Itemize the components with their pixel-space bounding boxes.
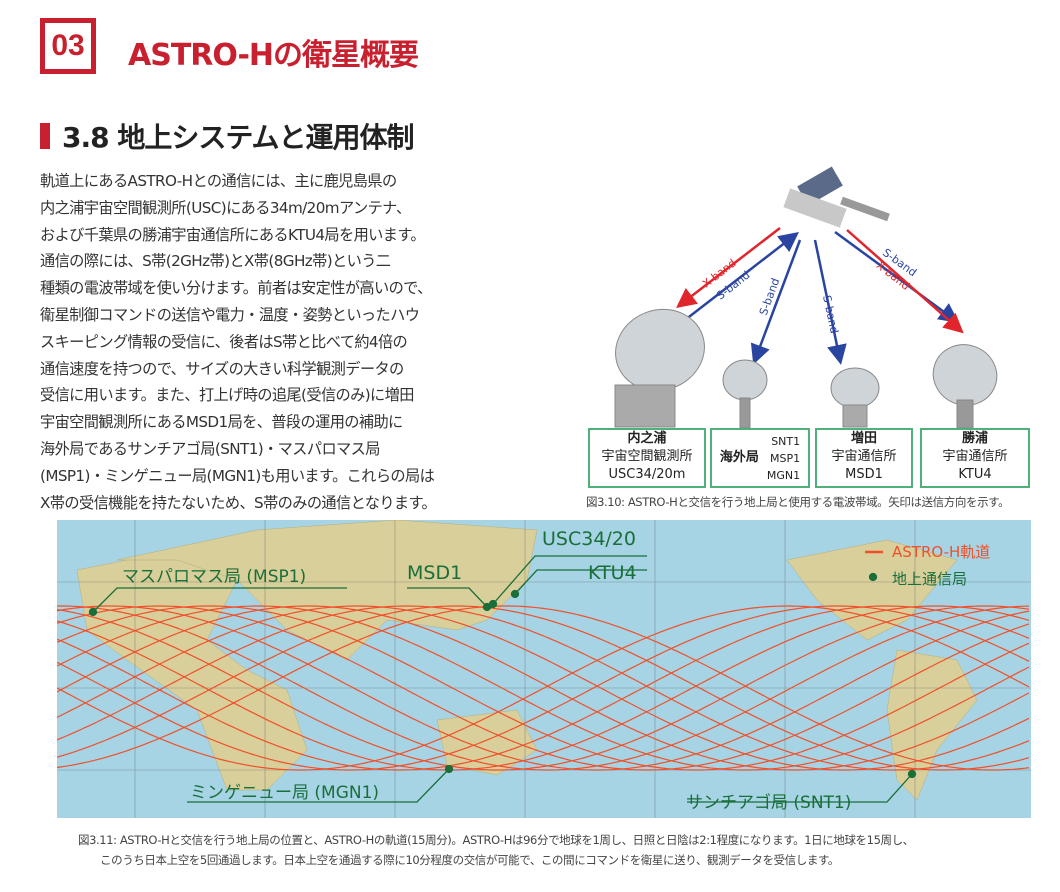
orbit-track [57,605,1030,771]
orbit-track [57,605,1030,771]
antenna-icon [614,308,998,429]
body-line: 受信に用います。また、打上げ時の追尾(受信のみ)に増田 [40,386,414,405]
body-line: 通信の際には、S帯(2GHz帯)とX帯(8GHz帯)という二 [40,252,391,271]
orbit-track [57,605,1030,771]
orbit-tracks [57,605,1030,771]
station-name: 勝浦 [961,431,988,446]
label-mgn1: ミンゲニュー局 (MGN1) [190,783,380,803]
station-name: 増田 [850,431,877,446]
caption-line: 図3.11: ASTRO-Hと交信を行う地上局の位置と、ASTRO-Hの軌道(1… [78,833,914,847]
orbit-track [57,605,1030,771]
x-band-arrow-usc [676,227,781,309]
s-band-arrow-overseas [750,239,802,365]
body-line: (MSP1)・ミンゲニュー局(MGN1)も用います。これらの局は [40,466,435,485]
station-markers [88,555,917,803]
label-msd1: MSD1 [407,562,463,584]
s-band-arrow-usc [684,231,799,321]
chapter-title: ASTRO-Hの衛星概要 [128,38,419,73]
body-line: および千葉県の勝浦宇宙通信所にあるKTU4局を用います。 [40,225,426,244]
station-code: MSD1 [845,467,883,482]
body-line: 衛星制御コマンドの送信や電力・温度・姿勢といったハウ [40,305,420,324]
station-code: KTU4 [958,467,992,482]
orbit-track [57,605,1030,771]
body-text: 軌道上にあるASTRO-Hとの通信には、主に鹿児島県の 内之浦宇宙空間観測所(U… [40,168,510,516]
station-box-msd: 増田 宇宙通信所 MSD1 [815,428,913,488]
station-box-overseas: 海外局 SNT1 MSP1 MGN1 [710,428,810,488]
orbit-track [57,605,1030,771]
orbit-track [57,605,1030,771]
orbit-track [57,605,1030,771]
station-name: 内之浦 [627,431,667,446]
orbit-track [57,605,1030,771]
legend-station-dot [868,572,878,582]
station-code: MGN1 [766,468,801,482]
figure-3-11-caption: 図3.11: ASTRO-Hと交信を行う地上局の位置と、ASTRO-Hの軌道(1… [78,830,914,870]
orbit-track [57,605,1030,771]
body-line: 内之浦宇宙空間観測所(USC)にある34m/20mアンテナ、 [40,198,411,217]
body-line: 海外局であるサンチアゴ局(SNT1)・マスパロマス局 [40,439,380,458]
x-band-arrow-ktu [846,229,964,334]
s-band-arrow-ktu [834,230,960,323]
station-code: USC34/20m [608,467,686,482]
station-box-usc: 内之浦 宇宙空間観測所 USC34/20m [588,428,706,488]
body-line: 通信速度を持つので、サイズの大きい科学観測データの [40,359,404,378]
station-box-ktu: 勝浦 宇宙通信所 KTU4 [920,428,1030,488]
legend-station: 地上通信局 [892,570,968,588]
orbit-track [57,605,1030,771]
figure-3-10-caption: 図3.10: ASTRO-Hと交信を行う地上局と使用する電波帯域。矢印は送信方向… [586,495,1010,509]
station-sub: 宇宙空間観測所 [601,449,693,464]
body-line: 軌道上にあるASTRO-Hとの通信には、主に鹿児島県の [40,172,397,190]
station-name: 海外局 [719,450,759,465]
section-marker [40,123,50,149]
label-msp1: マスパロマス局 (MSP1) [122,567,307,587]
label-ktu4: KTU4 [588,562,637,584]
label-snt1: サンチアゴ局 (SNT1) [686,793,852,813]
legend-orbit: ASTRO-H軌道 [892,543,991,561]
station-code: MSP1 [770,451,801,465]
s-band-label: S-band [820,294,841,334]
orbit-track [57,605,1030,771]
chapter-number: 03 [40,18,96,74]
satellite-icon [783,166,890,228]
orbit-track [57,605,1030,771]
section-title: 3.8 地上システムと運用体制 [62,121,415,154]
orbit-map [57,520,1031,818]
label-usc: USC34/20 [542,528,636,550]
orbit-track [57,605,1030,771]
body-line: スキーピング情報の受信に、後者はS帯と比べて約4倍の [40,332,408,351]
caption-line: このうち日本上空を5回通過します。日本上空を通過する際に10分程度の交信が可能で… [100,853,840,867]
s-band-arrow-msd [813,239,847,365]
station-sub: 宇宙通信所 [942,449,1008,464]
station-sub: 宇宙通信所 [831,449,897,464]
body-line: X帯の受信機能を持たないため、S帯のみの通信となります。 [40,493,437,512]
body-line: 種類の電波帯域を使い分けます。前者は安定性が高いので、 [40,279,432,298]
body-line: 宇宙空間観測所にあるMSD1局を、普段の運用の補助に [40,413,403,432]
ground-station-diagram: X-band S-band S-band S-band S-band X-ban… [614,166,998,429]
station-code: SNT1 [771,434,801,448]
